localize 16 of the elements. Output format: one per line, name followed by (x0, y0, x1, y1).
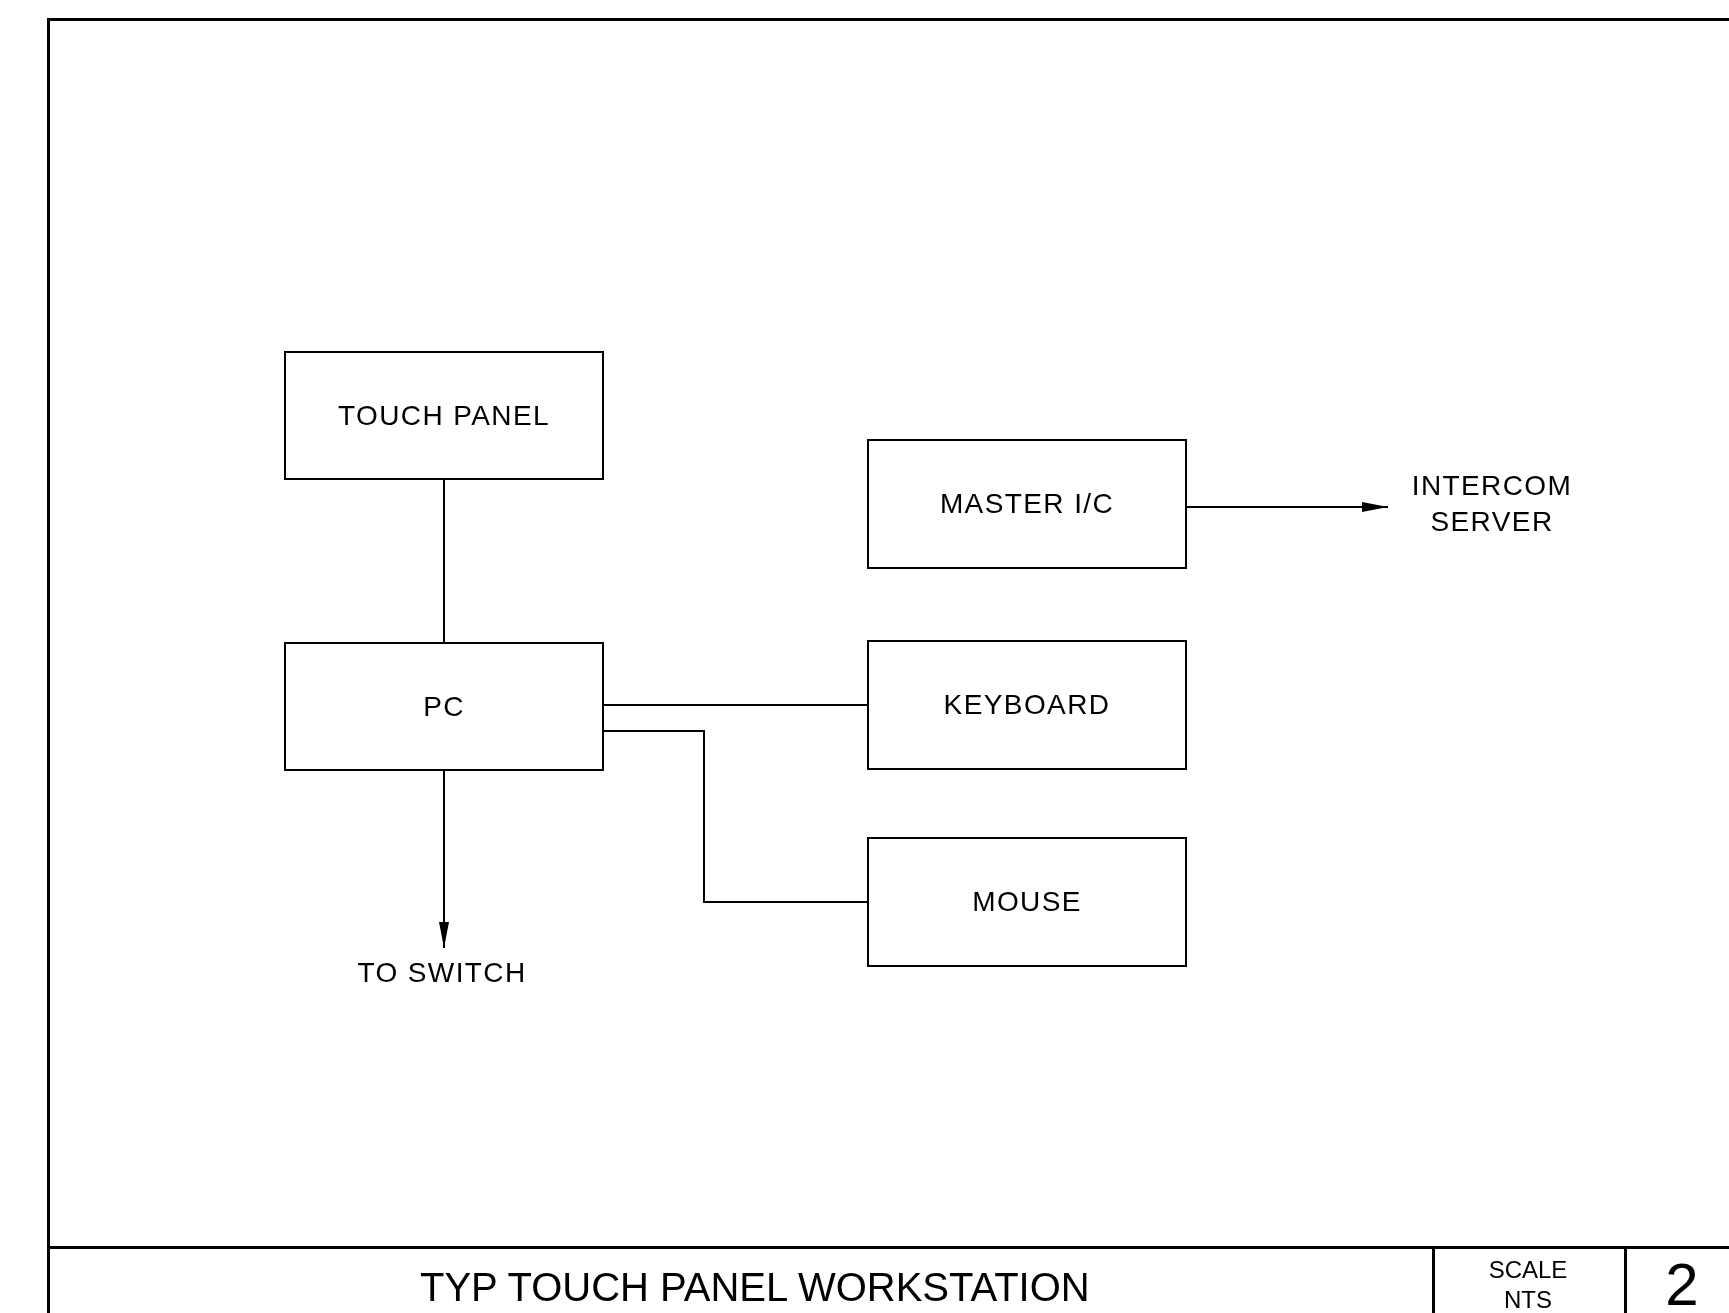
scale-value: NTS (1503, 1287, 1553, 1313)
scale-label: SCALE (1487, 1257, 1569, 1283)
cable-line (443, 479, 445, 643)
endpoint-label: TO SWITCH (342, 952, 542, 994)
device-box: PC (284, 642, 604, 771)
device-box: MASTER I/C (867, 439, 1187, 569)
endpoint-label: INTERCOM SERVER (1392, 466, 1592, 542)
cable-line (603, 704, 868, 706)
device-box: KEYBOARD (867, 640, 1187, 770)
arrow (1186, 502, 1389, 512)
device-box: MOUSE (867, 837, 1187, 967)
device-box: TOUCH PANEL (284, 351, 604, 480)
sheet-number: 2 (1664, 1253, 1700, 1313)
drawing-title: TYP TOUCH PANEL WORKSTATION (420, 1265, 1090, 1309)
arrow (439, 770, 449, 949)
cable-line (603, 730, 868, 903)
